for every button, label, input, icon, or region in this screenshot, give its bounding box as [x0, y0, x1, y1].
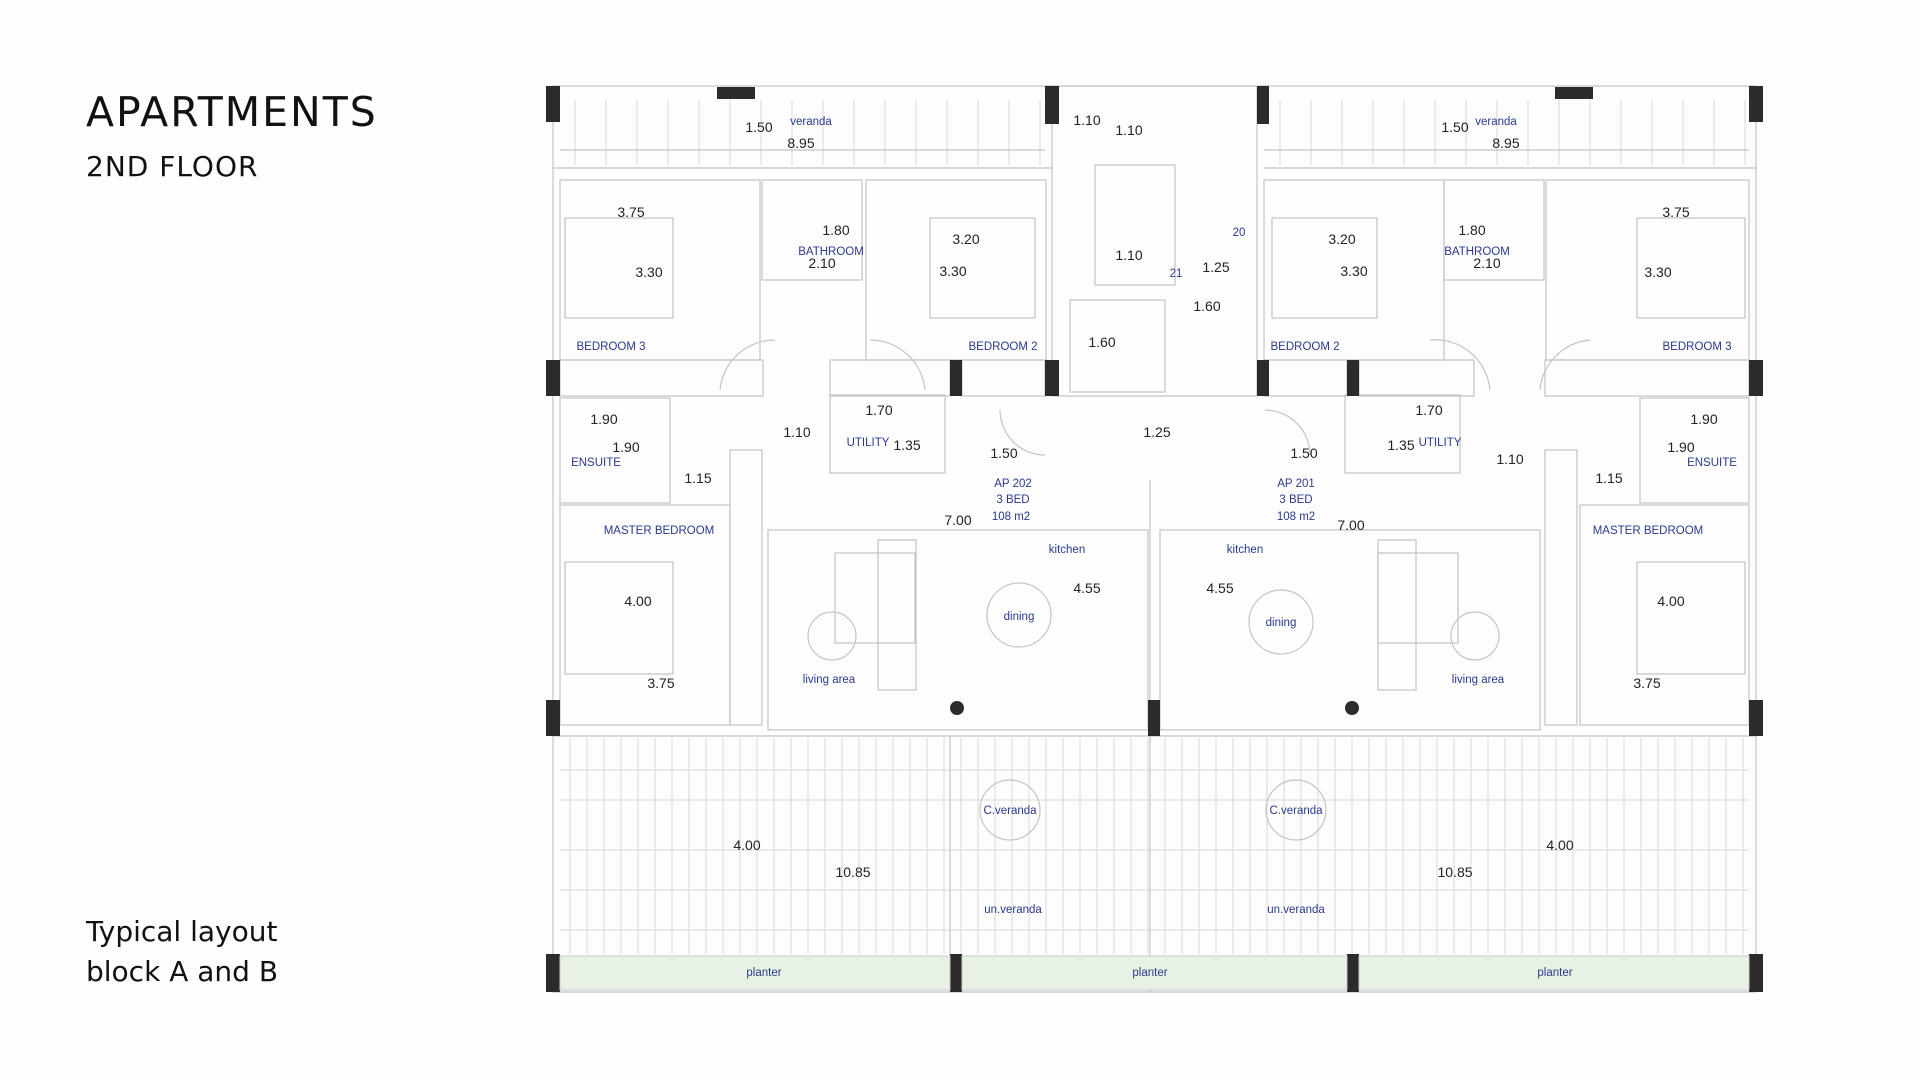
- floor-subtitle: 2ND FLOOR: [86, 150, 259, 183]
- dimension-label: 3.30: [1340, 263, 1368, 279]
- room-label: planter: [1132, 967, 1168, 979]
- dimension-label: 3.75: [1662, 204, 1690, 220]
- dimension-label: 1.60: [1193, 298, 1221, 314]
- room-label: BATHROOM: [1444, 246, 1510, 258]
- room-label: living area: [802, 674, 856, 686]
- dimension-label: 1.25: [1202, 259, 1230, 275]
- dimension-label: 1.80: [822, 222, 850, 238]
- dimension-label: 1.90: [612, 439, 640, 455]
- page-title: APARTMENTS: [86, 88, 378, 136]
- dimension-label: 1.35: [1387, 437, 1415, 453]
- dimension-label: 2.10: [808, 255, 836, 271]
- dimension-label: 1.10: [1115, 247, 1143, 263]
- dimension-label: 3.30: [939, 263, 967, 279]
- room-label: planter: [1537, 967, 1573, 979]
- layout-caption: Typical layout block A and B: [86, 912, 278, 992]
- dimension-label: 3.75: [1633, 675, 1661, 691]
- structural-columns: [546, 86, 1763, 992]
- room-label: MASTER BEDROOM: [1592, 525, 1704, 537]
- dimension-label: 1.10: [1496, 451, 1524, 467]
- room-label: BEDROOM 2: [1270, 341, 1340, 353]
- dimension-label: 1.15: [1595, 470, 1623, 486]
- planters: [559, 955, 1750, 991]
- room-label: BEDROOM 2: [968, 341, 1038, 353]
- dimension-label: 4.00: [1657, 593, 1685, 609]
- room-label: veranda: [1475, 116, 1517, 128]
- dimension-label: 1.50: [1290, 445, 1318, 461]
- room-label: 108 m2: [1276, 511, 1316, 523]
- dimension-label: 4.55: [1206, 580, 1234, 596]
- veranda-hatching: [560, 100, 1749, 954]
- room-label: un.veranda: [1267, 904, 1325, 916]
- room-label: UTILITY: [1418, 437, 1462, 449]
- plan-walls: [552, 85, 1757, 993]
- room-label: dining: [1003, 611, 1035, 623]
- dimension-label: 1.90: [1690, 411, 1718, 427]
- dimension-label: 1.60: [1088, 334, 1116, 350]
- room-label: 3 BED: [996, 494, 1030, 506]
- dimension-label: 4.55: [1073, 580, 1101, 596]
- room-label: living area: [1451, 674, 1505, 686]
- dimension-label: 1.90: [590, 411, 618, 427]
- caption-line-2: block A and B: [86, 955, 279, 988]
- dimension-label: 2.10: [1473, 255, 1501, 271]
- dimension-label: 1.70: [865, 402, 893, 418]
- room-label: 20: [1232, 227, 1246, 239]
- dimension-label: 1.90: [1667, 439, 1695, 455]
- dimension-label: 1.15: [684, 470, 712, 486]
- room-label: BEDROOM 3: [1662, 341, 1732, 353]
- dimension-label: 1.10: [1115, 122, 1143, 138]
- room-label: ENSUITE: [1687, 457, 1737, 469]
- room-label: AP 201: [1277, 478, 1315, 490]
- room-label: UTILITY: [846, 437, 890, 449]
- dimension-label: 1.50: [1441, 119, 1469, 135]
- dimension-label: 4.00: [1546, 837, 1574, 853]
- room-label: C.veranda: [1269, 805, 1323, 817]
- room-label: dining: [1265, 617, 1297, 629]
- room-label: 3 BED: [1279, 494, 1313, 506]
- room-label: kitchen: [1226, 544, 1264, 556]
- room-label: AP 202: [994, 478, 1032, 490]
- dimension-label: 4.00: [733, 837, 761, 853]
- dimension-label: 3.20: [952, 231, 980, 247]
- room-label: 108 m2: [991, 511, 1031, 523]
- room-label: ENSUITE: [571, 457, 621, 469]
- dimension-label: 1.10: [1073, 112, 1101, 128]
- dimension-label: 1.70: [1415, 402, 1443, 418]
- room-label: 21: [1169, 268, 1183, 280]
- dimension-label: 3.20: [1328, 231, 1356, 247]
- dimension-label: 7.00: [944, 512, 972, 528]
- dimension-label: 4.00: [624, 593, 652, 609]
- dimension-label: 1.35: [893, 437, 921, 453]
- dimension-label: 10.85: [1437, 864, 1473, 880]
- room-label: MASTER BEDROOM: [603, 525, 715, 537]
- dimension-label: 7.00: [1337, 517, 1365, 533]
- dimension-label: 3.30: [635, 264, 663, 280]
- room-label: BEDROOM 3: [576, 341, 646, 353]
- room-label: BATHROOM: [798, 246, 864, 258]
- dimension-label: 8.95: [787, 135, 815, 151]
- dimension-label: 1.10: [783, 424, 811, 440]
- room-label: un.veranda: [984, 904, 1042, 916]
- dimension-label: 3.30: [1644, 264, 1672, 280]
- room-label: kitchen: [1048, 544, 1086, 556]
- room-label: veranda: [790, 116, 832, 128]
- dimension-label: 1.50: [990, 445, 1018, 461]
- caption-line-1: Typical layout: [86, 915, 278, 948]
- dimension-label: 3.75: [647, 675, 675, 691]
- dimension-label: 1.50: [745, 119, 773, 135]
- room-label: planter: [746, 967, 782, 979]
- dimension-label: 3.75: [617, 204, 645, 220]
- dimension-label: 1.25: [1143, 424, 1171, 440]
- room-label: C.veranda: [983, 805, 1037, 817]
- dimension-label: 8.95: [1492, 135, 1520, 151]
- dimension-label: 10.85: [835, 864, 871, 880]
- dimension-label: 1.80: [1458, 222, 1486, 238]
